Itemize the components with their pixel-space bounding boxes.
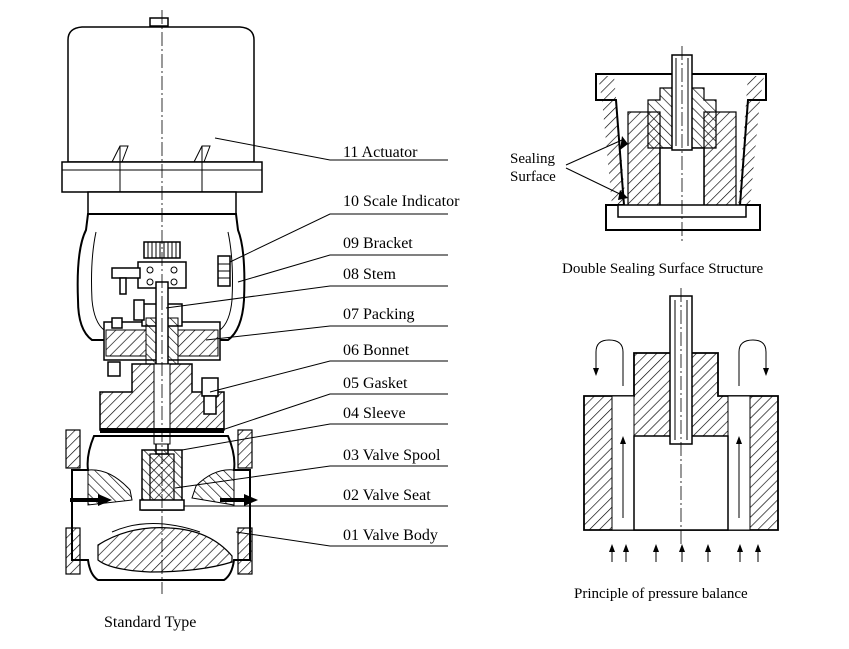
- part-label-bracket: 09 Bracket: [343, 235, 413, 252]
- part-label-valve-spool: 03 Valve Spool: [343, 447, 441, 464]
- caption-pressure-balance: Principle of pressure balance: [574, 586, 748, 602]
- part-label-sleeve: 04 Sleeve: [343, 405, 406, 422]
- pressure-balance-drawing: [583, 288, 779, 562]
- sealing-label-line1: Sealing: [510, 151, 555, 167]
- leader-lines: [165, 137, 448, 547]
- part-label-valve-seat: 02 Valve Seat: [343, 487, 431, 504]
- actuator-housing: [67, 26, 255, 163]
- sealing-label-line2: Surface: [510, 169, 556, 185]
- part-label-actuator: 11 Actuator: [343, 144, 418, 161]
- standard-type-drawing: [61, 10, 263, 594]
- caption-standard-type: Standard Type: [104, 614, 196, 631]
- caption-double-sealing: Double Sealing Surface Structure: [562, 261, 764, 277]
- part-label-valve-body: 01 Valve Body: [343, 527, 438, 544]
- double-sealing-drawing: [595, 46, 767, 242]
- part-label-bonnet: 06 Bonnet: [343, 342, 410, 359]
- part-labels: 11 Actuator 10 Scale Indicator 09 Bracke…: [343, 144, 460, 544]
- part-label-stem: 08 Stem: [343, 266, 396, 283]
- valve-body: [71, 435, 251, 581]
- part-label-scale-indicator: 10 Scale Indicator: [343, 193, 460, 210]
- part-label-packing: 07 Packing: [343, 306, 415, 323]
- actuator-knob: [149, 17, 169, 27]
- bracket: [76, 213, 246, 341]
- part-label-gasket: 05 Gasket: [343, 375, 408, 392]
